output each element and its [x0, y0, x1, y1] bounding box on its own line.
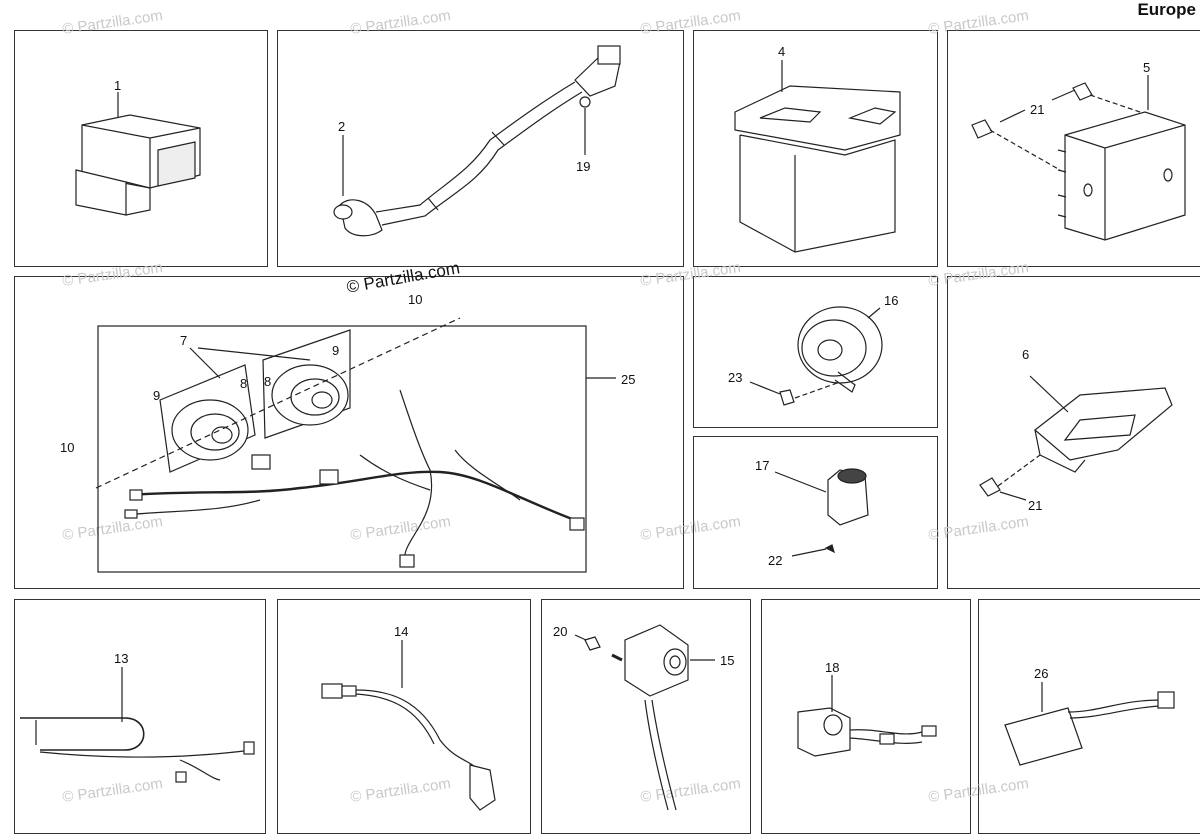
panel-part-4	[693, 30, 938, 267]
leader-line	[95, 317, 461, 489]
leader-line	[189, 347, 311, 379]
part-16-drawing	[779, 306, 883, 406]
callout-15: 15	[720, 653, 734, 668]
callout-6: 6	[1022, 347, 1029, 362]
harness-subpanel	[97, 325, 587, 573]
callout-7: 7	[180, 333, 187, 348]
part-6-drawing	[979, 387, 1173, 497]
leader-line	[1051, 89, 1076, 101]
part-7-headlights	[159, 329, 351, 473]
part-26-drawing	[1004, 691, 1175, 766]
callout-8: 8	[240, 376, 247, 391]
callout-10: 10	[60, 440, 74, 455]
part-15-drawing	[584, 624, 689, 811]
part-14-drawing	[321, 683, 496, 811]
leader-line	[999, 109, 1026, 123]
callout-8: 8	[264, 374, 271, 389]
leader-line	[574, 634, 587, 641]
callout-10: 10	[408, 292, 422, 307]
callout-9: 9	[332, 343, 339, 358]
callout-19: 19	[576, 159, 590, 174]
callout-20: 20	[553, 624, 567, 639]
callout-18: 18	[825, 660, 839, 675]
region-label: Europe	[1137, 0, 1196, 19]
panel-part-13	[14, 599, 266, 834]
callout-2: 2	[338, 119, 345, 134]
callout-4: 4	[778, 44, 785, 59]
leader-line	[999, 491, 1027, 501]
panel-part-25	[14, 276, 684, 589]
callout-22: 22	[768, 553, 782, 568]
callout-5: 5	[1143, 60, 1150, 75]
part-13-drawing	[20, 717, 255, 783]
callout-13: 13	[114, 651, 128, 666]
callout-23: 23	[728, 370, 742, 385]
harness-wires	[124, 389, 585, 568]
callout-1: 1	[114, 78, 121, 93]
callout-14: 14	[394, 624, 408, 639]
leader-line	[1029, 375, 1069, 413]
callout-25: 25	[621, 372, 635, 387]
panel-part-17	[693, 436, 938, 589]
part-4-drawing	[734, 85, 901, 253]
leader-line	[791, 548, 827, 557]
part-5-drawing	[971, 82, 1186, 241]
callout-16: 16	[884, 293, 898, 308]
leader-line	[749, 381, 781, 395]
callout-9: 9	[153, 388, 160, 403]
callout-21: 21	[1028, 498, 1042, 513]
part-18-drawing	[797, 707, 937, 757]
leader-line	[774, 471, 827, 493]
part-1-drawing	[75, 114, 201, 216]
callout-26: 26	[1034, 666, 1048, 681]
callout-17: 17	[755, 458, 769, 473]
panel-part-18	[761, 599, 971, 834]
part-17-drawing	[824, 468, 869, 554]
part-2-drawing	[333, 45, 621, 237]
leader-line	[867, 307, 881, 319]
callout-21: 21	[1030, 102, 1044, 117]
